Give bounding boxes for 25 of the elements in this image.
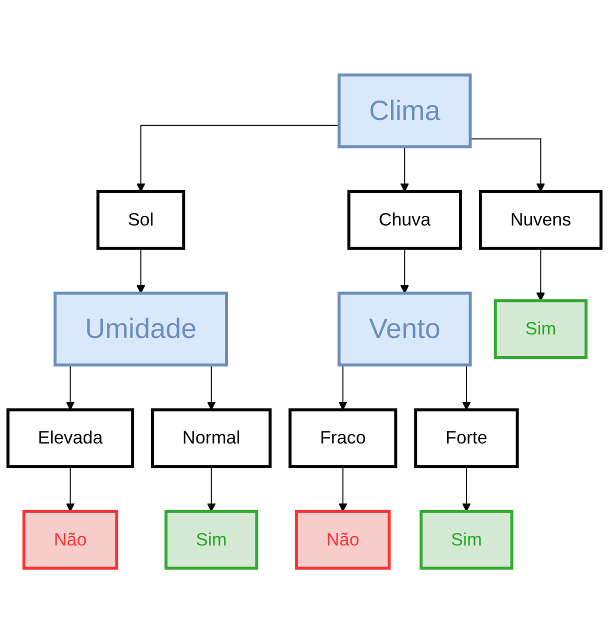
arrow bbox=[400, 146, 410, 192]
arrow bbox=[338, 466, 348, 512]
arrow bbox=[470, 138, 546, 192]
node-box: Chuva bbox=[347, 190, 462, 250]
node-box: Clima bbox=[338, 74, 472, 149]
node-box: Não bbox=[22, 510, 118, 570]
arrow bbox=[400, 248, 410, 294]
arrow bbox=[462, 466, 471, 512]
node-box: Sol bbox=[96, 190, 186, 250]
node-box: Sim bbox=[494, 300, 588, 360]
node-box: Normal bbox=[151, 408, 272, 468]
arrow bbox=[536, 248, 546, 302]
arrow bbox=[136, 248, 146, 294]
node-box: Sim bbox=[164, 510, 258, 570]
node-box: Umidade bbox=[54, 292, 228, 367]
node-box: Elevada bbox=[6, 408, 134, 468]
node-box: Vento bbox=[338, 292, 472, 367]
node-box: Sim bbox=[420, 510, 514, 570]
arrow bbox=[136, 125, 340, 192]
node-box: Não bbox=[295, 510, 391, 570]
node-box: Nuvens bbox=[478, 190, 603, 250]
node-box: Fraco bbox=[288, 408, 398, 468]
node-box: Forte bbox=[414, 408, 519, 468]
arrow bbox=[206, 466, 216, 512]
arrow bbox=[66, 466, 75, 512]
